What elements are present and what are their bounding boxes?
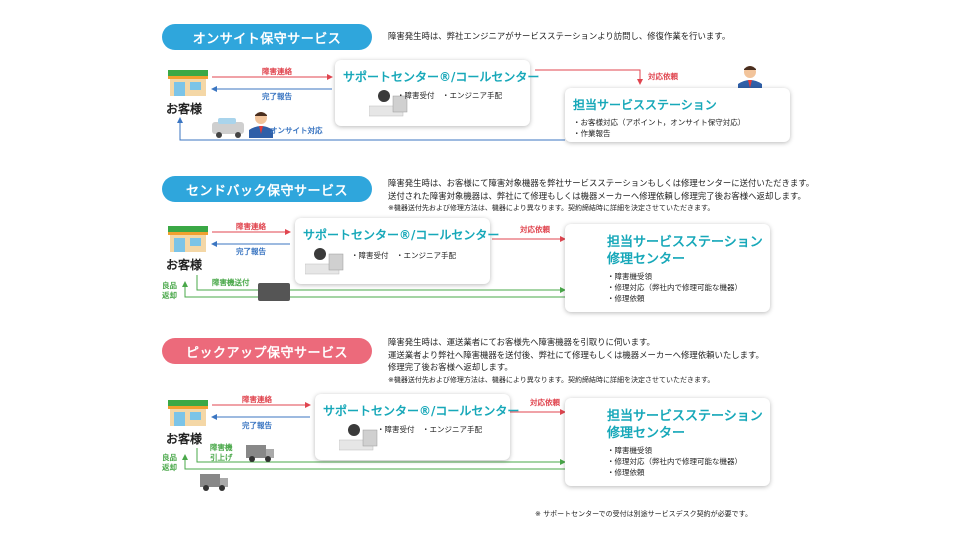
station-item: ・お客様対応（アポイント，オンサイト保守対応） — [573, 118, 746, 127]
station-title-line: 修理センター — [607, 252, 686, 267]
support-center-title: サポートセンター®/コールセンター — [343, 70, 540, 84]
return-label: 良品 返却 — [162, 281, 177, 301]
desc-line: 運送業者より弊社へ障害機器を送付後、弊社にて修理もしくは機器メーカーへ修理依頼い… — [388, 349, 764, 360]
onsite-car-icon — [212, 118, 244, 138]
arrow-ship-2 — [196, 275, 566, 293]
request-label: 対応依頼 — [520, 225, 550, 234]
return-label-line: 良品 — [162, 281, 177, 290]
arrow-return-2 — [182, 281, 565, 298]
support-center-title: サポートセンター®/コールセンター — [303, 228, 500, 242]
support-center-card: サポートセンター®/コールセンター ・障害受付 ・エンジニア手配 — [315, 394, 519, 460]
done-label: 完了報告 — [242, 421, 272, 430]
support-center-items: ・障害受付 ・エンジニア手配 — [397, 91, 502, 100]
report-label: 障害連絡 — [242, 395, 272, 404]
report-label: 障害連絡 — [236, 222, 266, 231]
report-label: 障害連絡 — [262, 67, 292, 76]
station-title: 担当サービスステーション 修理センター — [607, 234, 763, 268]
customer-shop-icon-2 — [168, 226, 208, 252]
arrow-return-3 — [182, 454, 565, 470]
section-desc-pickup: 障害発生時は、運送業者にてお客様先へ障害機器を引取りに伺います。 運送業者より弊… — [388, 336, 764, 386]
operator-icon — [305, 247, 344, 275]
return-label: 良品 返却 — [162, 453, 177, 473]
onsite-label: オンサイト対応 — [270, 126, 323, 135]
desc-line: 障害発生時は、運送業者にてお客様先へ障害機器を引取りに伺います。 — [388, 337, 655, 347]
desc-line: 送付された障害対象機器は、弊社にて修理もしくは機器メーカーへ修理依頼し修理完了後… — [388, 190, 806, 201]
return-label-line: 返却 — [162, 463, 177, 472]
station-item: ・修理対応（弊社内で修理可能な機器） — [607, 283, 742, 292]
pickup-label-line: 引上げ — [210, 453, 233, 462]
device-box-icon — [258, 283, 290, 301]
footnote: ※ サポートセンターでの受付は別途サービスデスク契約が必要です。 — [535, 510, 752, 518]
station-title-line: 修理センター — [607, 426, 686, 441]
service-station-card: 担当サービスステーション ・お客様対応（アポイント，オンサイト保守対応） ・作業… — [565, 88, 790, 142]
support-center-items: ・障害受付 ・エンジニア手配 — [351, 251, 456, 260]
customer-label: お客様 — [166, 258, 203, 272]
service-station-title: 担当サービスステーション — [573, 98, 717, 112]
support-center-card: サポートセンター®/コールセンター ・障害受付 ・エンジニア手配 — [295, 218, 499, 284]
desc-note: ※機器送付先および修理方法は、機器により異なります。契約締結時に詳細を決定させて… — [388, 204, 715, 212]
station-title: 担当サービスステーション 修理センター — [607, 408, 763, 442]
customer-label: お客様 — [166, 102, 203, 116]
station-item: ・障害機受領 — [607, 272, 652, 281]
support-center-items: ・障害受付 ・エンジニア手配 — [377, 425, 482, 434]
arrow-pickup-3 — [196, 448, 566, 465]
return-label-line: 返却 — [162, 291, 177, 300]
done-label: 完了報告 — [236, 247, 266, 256]
arrow-request-1 — [535, 69, 643, 85]
repair-station-card: 担当サービスステーション 修理センター ・障害機受領 ・修理対応（弊社内で修理可… — [565, 224, 770, 312]
customer-shop-icon-3 — [168, 400, 208, 426]
desc-note: ※機器送付先および修理方法は、機器により異なります。契約締結時に詳細を決定させて… — [388, 375, 715, 384]
station-title-line: 担当サービスステーション — [607, 409, 763, 424]
customer-label: お客様 — [166, 432, 203, 446]
section-title-pickup: ピックアップ保守サービス — [162, 338, 372, 364]
pickup-label-line: 障害機 — [210, 443, 233, 452]
station-item: ・修理依頼 — [607, 468, 645, 477]
operator-icon — [339, 423, 378, 451]
support-center-card: サポートセンター®/コールセンター ・障害受付 ・エンジニア手配 — [335, 60, 539, 126]
return-truck-icon — [200, 474, 228, 491]
section-title-sendback: センドバック保守サービス — [162, 176, 372, 202]
support-center-title: サポートセンター®/コールセンター — [323, 404, 520, 418]
arrow-onsite-1 — [177, 117, 565, 141]
desc-line: 修理完了後お客様へ返却します。 — [388, 362, 513, 372]
customer-shop-icon — [168, 70, 208, 96]
pickup-truck-icon — [246, 445, 274, 462]
return-label-line: 良品 — [162, 453, 177, 462]
section-desc-onsite: 障害発生時は、弊社エンジニアがサービスステーションより訪問し、修復作業を行います… — [388, 30, 730, 43]
station-item: ・障害機受領 — [607, 446, 652, 455]
request-label: 対応依頼 — [648, 72, 678, 81]
request-label: 対応依頼 — [530, 398, 560, 407]
station-item: ・修理対応（弊社内で修理可能な機器） — [607, 457, 742, 466]
done-label: 完了報告 — [262, 92, 292, 101]
section-desc-sendback: 障害発生時は、お客様にて障害対象機器を弊社サービスステーションもしくは修理センタ… — [388, 177, 814, 215]
station-title-line: 担当サービスステーション — [607, 235, 763, 250]
ship-label: 障害機送付 — [212, 278, 250, 287]
station-item: ・作業報告 — [573, 129, 611, 138]
desc-line: 障害発生時は、お客様にて障害対象機器を弊社サービスステーションもしくは修理センタ… — [388, 178, 815, 188]
repair-station-card: 担当サービスステーション 修理センター ・障害機受領 ・修理対応（弊社内で修理可… — [565, 398, 770, 486]
pickup-label: 障害機 引上げ — [210, 443, 233, 463]
desc-line: 障害発生時は、弊社エンジニアがサービスステーションより訪問し、修復作業を行います… — [388, 31, 731, 41]
station-item: ・修理依頼 — [607, 294, 645, 303]
section-title-onsite: オンサイト保守サービス — [162, 24, 372, 50]
